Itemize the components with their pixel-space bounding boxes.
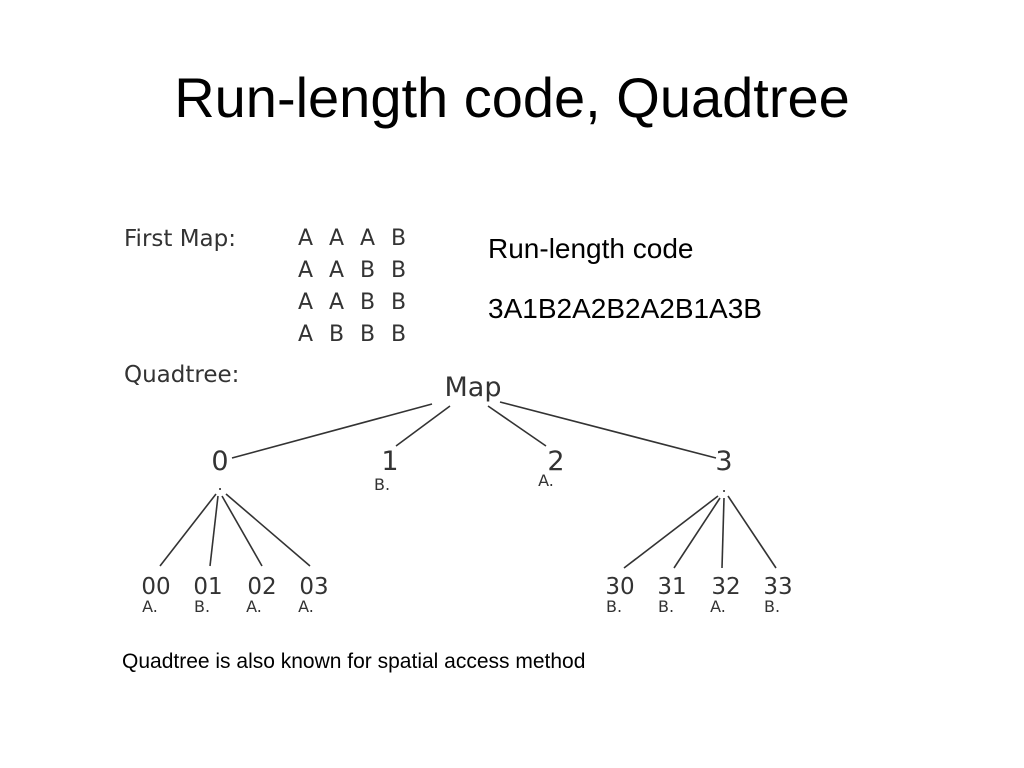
map-cell: B [359,258,376,283]
edge-3-30 [623,495,719,569]
first-map-label: First Map: [124,226,237,252]
map-cell: B [390,290,407,315]
tree-leaf-32-value: A. [710,597,726,616]
slide-title: Run-length code, Quadtree [174,66,850,129]
tree-leaf-01-value: B. [194,597,210,616]
tree-node-2-value: A. [538,471,554,490]
map-cell: A [297,290,314,315]
edge-map-0 [231,403,433,459]
tree-edges [159,401,777,569]
tree-node-3-value: . [721,477,726,496]
tree-leaf-03: 03 [299,574,328,600]
edge-0-02 [221,495,263,567]
run-length-code: 3A1B2A2B2A2B1A3B [488,293,762,324]
edge-0-01 [209,495,219,567]
map-cell: A [297,322,314,347]
edge-0-00 [159,493,217,567]
tree-leaf-00: 00 [141,574,170,600]
tree-leaf-30: 30 [605,574,634,600]
tree-node-0: 0 [211,446,228,477]
edge-map-2 [487,405,547,447]
tree-leaf-33-value: B. [764,597,780,616]
tree-leaf-33: 33 [763,574,792,600]
edge-3-33 [727,495,777,569]
run-length-heading: Run-length code [488,233,694,264]
map-cell: B [359,290,376,315]
edge-0-03 [225,493,311,567]
tree-node-0-value: . [217,475,222,494]
tree-leaf-02-value: A. [246,597,262,616]
tree-node-3: 3 [715,446,732,477]
tree-node-1-value: B. [374,475,390,494]
map-cell: B [390,226,407,251]
map-cell: A [328,226,345,251]
map-cell: A [297,258,314,283]
map-cell: B [390,322,407,347]
map-cell: A [328,258,345,283]
map-cell: A [297,226,314,251]
tree-node-1: 1 [381,446,398,477]
tree-leaf-30-value: B. [606,597,622,616]
edge-3-32 [721,497,725,569]
quadtree-label: Quadtree: [124,362,240,388]
map-cell: A [328,290,345,315]
tree-leaf-31-value: B. [658,597,674,616]
tree-leaf-01: 01 [193,574,222,600]
map-cell: B [390,258,407,283]
slide-caption: Quadtree is also known for spatial acces… [122,650,586,673]
tree-leaf-02: 02 [247,574,276,600]
edge-map-1 [395,405,451,447]
edge-3-31 [673,497,721,569]
tree-leaf-03-value: A. [298,597,314,616]
edge-map-3 [499,401,717,459]
tree-root: Map [445,372,502,403]
map-cell: A [359,226,376,251]
map-cell: B [359,322,376,347]
tree-node-2: 2 [547,446,564,477]
first-map-grid: A A A B A A B B A A B B A B B B [290,226,414,348]
tree-leaf-32: 32 [711,574,740,600]
map-cell: B [328,322,345,347]
tree-leaf-31: 31 [657,574,686,600]
tree-leaf-00-value: A. [142,597,158,616]
